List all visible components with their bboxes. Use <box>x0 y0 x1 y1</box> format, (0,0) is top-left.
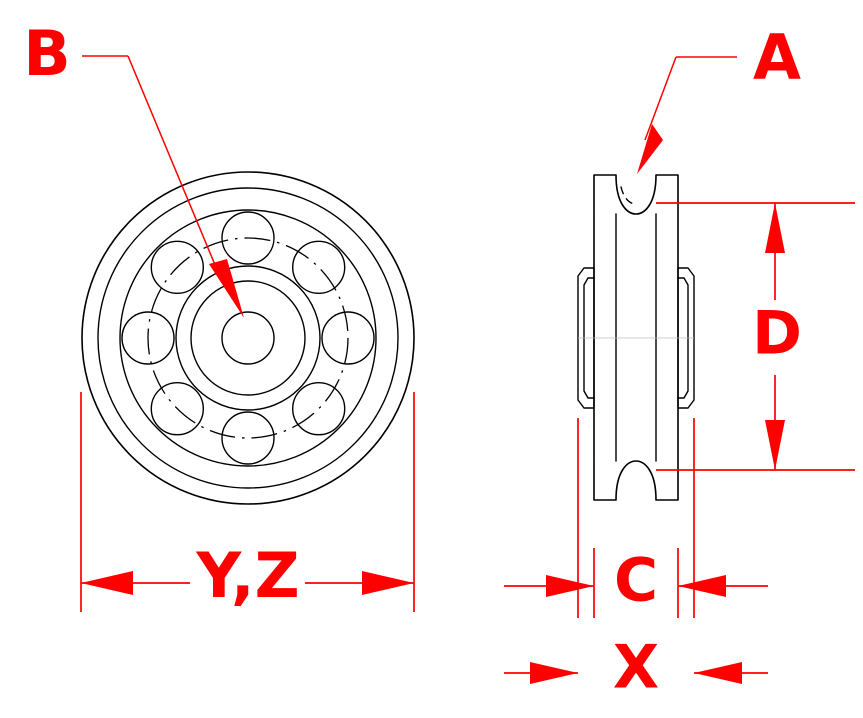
ball-bearing-group <box>121 211 375 465</box>
groove-arc-top-hidden <box>620 186 637 205</box>
outer-race-land-circle <box>119 209 377 467</box>
dimension-label-c: C <box>614 546 658 616</box>
inner-race-inner-circle <box>190 280 306 396</box>
b-leader-diagonal <box>127 55 219 273</box>
d-arrow-top <box>765 203 785 253</box>
yz-arrow-right <box>362 571 414 595</box>
dimension-d: D <box>656 202 855 471</box>
ball-bearing <box>221 411 275 465</box>
c-arrow-left <box>546 575 594 597</box>
callout-label-b: B <box>23 17 70 90</box>
yz-arrow-left <box>81 571 133 595</box>
ball-bearing <box>150 382 205 436</box>
inner-race-outer-circle <box>175 265 321 411</box>
callout-label-a: A <box>753 21 801 94</box>
ball-bearing <box>292 382 346 436</box>
dimension-label-yz: Y,Z <box>195 539 299 612</box>
ball-pitch-circle <box>147 237 349 439</box>
dimension-yz: Y,Z <box>80 392 415 612</box>
outer-race-inner-circle <box>97 187 399 489</box>
bore-circle <box>221 311 275 365</box>
x-arrow-right <box>694 662 742 684</box>
ball-bearing <box>221 211 275 265</box>
dimension-c: C <box>504 418 768 618</box>
callout-a: A <box>637 21 801 174</box>
ball-bearing <box>150 240 205 294</box>
ball-bearing <box>321 311 375 365</box>
ball-bearing <box>292 240 346 294</box>
a-leader-arrowhead <box>637 124 663 174</box>
x-arrow-left <box>530 662 578 684</box>
dimension-label-x: X <box>613 633 659 703</box>
b-leader-arrowhead <box>209 259 244 318</box>
front-view <box>81 171 415 505</box>
a-leader-diagonal <box>644 56 677 141</box>
d-arrow-bottom <box>765 420 785 470</box>
outer-race-outer-circle <box>81 171 415 505</box>
ball-bearing <box>121 311 175 365</box>
callout-b: B <box>23 17 244 318</box>
side-view <box>577 174 695 501</box>
outer-body-profile <box>593 174 679 501</box>
dimension-label-d: D <box>752 299 802 369</box>
dimension-x: X <box>504 633 768 703</box>
c-arrow-right <box>678 575 726 597</box>
